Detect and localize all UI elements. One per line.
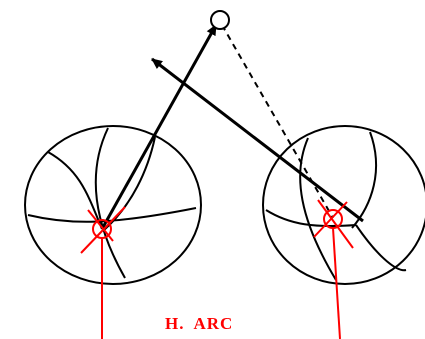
left-marker-cross-b [87, 209, 114, 242]
h-arc-label: H. ARC [165, 314, 233, 334]
up-arrow-line [100, 24, 218, 230]
right-globe-parallel [355, 224, 407, 272]
left-red-marker [80, 206, 126, 339]
right-globe [262, 125, 425, 285]
right-red-marker [313, 199, 354, 339]
right-marker-cross-a [317, 199, 354, 249]
right-marker-cross-b [313, 201, 348, 238]
right-globe-meridian-b [351, 131, 378, 229]
left-globe-meridian-b [47, 151, 103, 230]
diagonal-arrow-line [151, 57, 364, 223]
left-globe-meridian-a [94, 127, 126, 279]
right-globe-meridian-a [299, 137, 337, 281]
dashed-sight-line [221, 24, 334, 219]
target-circle [210, 10, 230, 30]
h-arc-label-part1: H. [165, 314, 185, 333]
left-globe [24, 125, 202, 285]
left-globe-outline [24, 125, 202, 285]
h-arc-label-part2: ARC [193, 314, 234, 333]
left-globe-meridian-c [103, 136, 156, 231]
right-vertical-line [332, 227, 341, 339]
right-globe-meridian-c [265, 209, 357, 228]
right-globe-outline [262, 125, 425, 285]
